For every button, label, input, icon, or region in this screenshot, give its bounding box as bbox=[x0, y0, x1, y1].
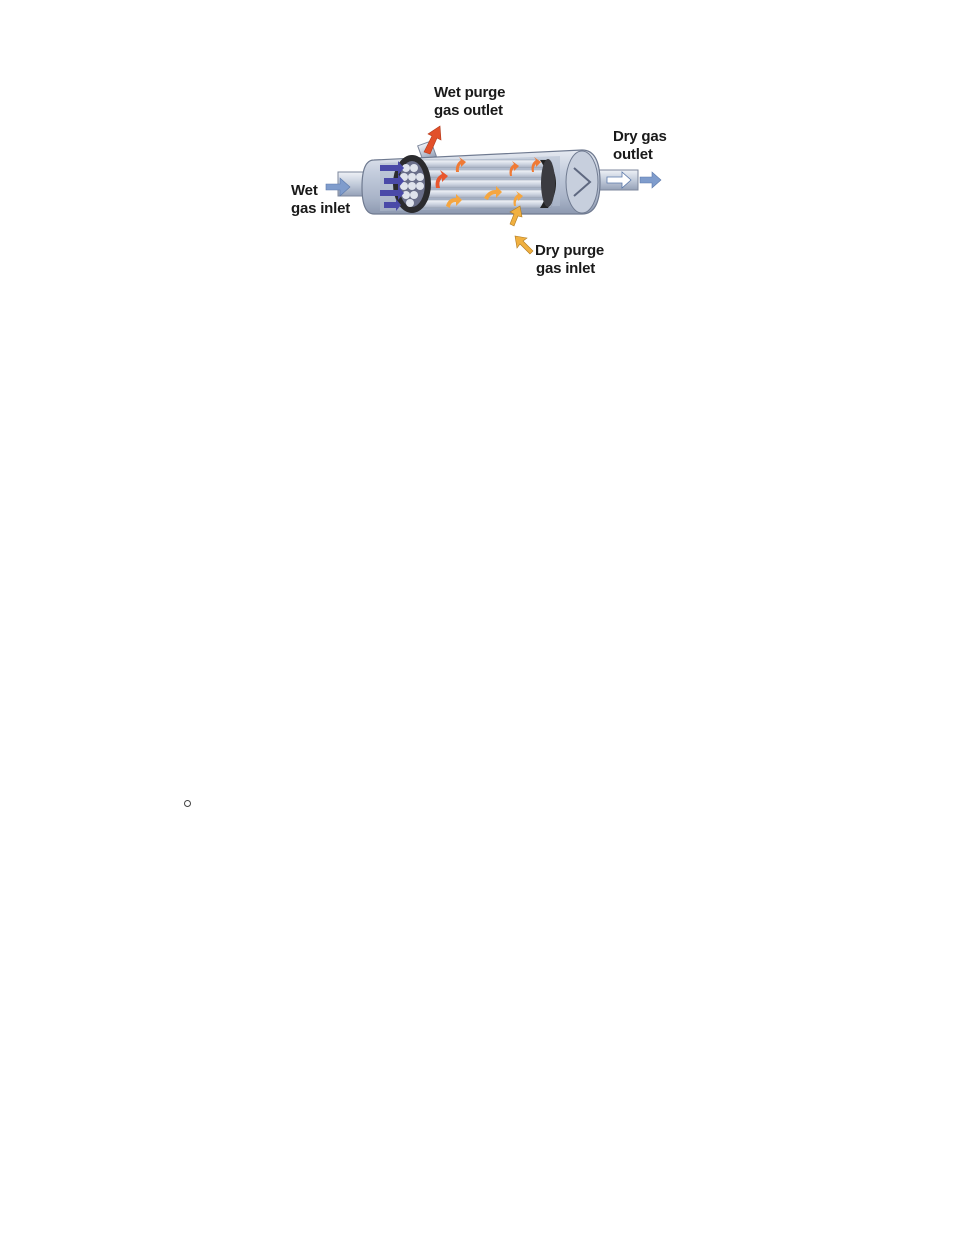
label-wet-gas-inlet: Wet gas inlet bbox=[291, 182, 351, 217]
dry-purge-inlet-arrow-icon bbox=[509, 205, 534, 255]
outlet-end-cap bbox=[565, 150, 599, 214]
wet-gas-internal-flow bbox=[380, 161, 404, 211]
label-dry-gas-outlet: Dry gas outlet bbox=[613, 128, 667, 163]
purge-flow-arrows bbox=[435, 157, 541, 208]
label-wet-purge-gas-outlet: Wet purge gas outlet bbox=[434, 84, 506, 119]
right-tubesheet bbox=[540, 159, 556, 208]
wet-gas-inlet-arrow-icon bbox=[325, 177, 351, 197]
label-dry-purge-gas-inlet: Dry purge gas inlet bbox=[535, 242, 605, 277]
wet-purge-outlet-arrow-icon bbox=[423, 125, 442, 155]
bullet-marker bbox=[184, 800, 191, 807]
dry-gas-outlet-arrow-icon bbox=[606, 171, 662, 189]
